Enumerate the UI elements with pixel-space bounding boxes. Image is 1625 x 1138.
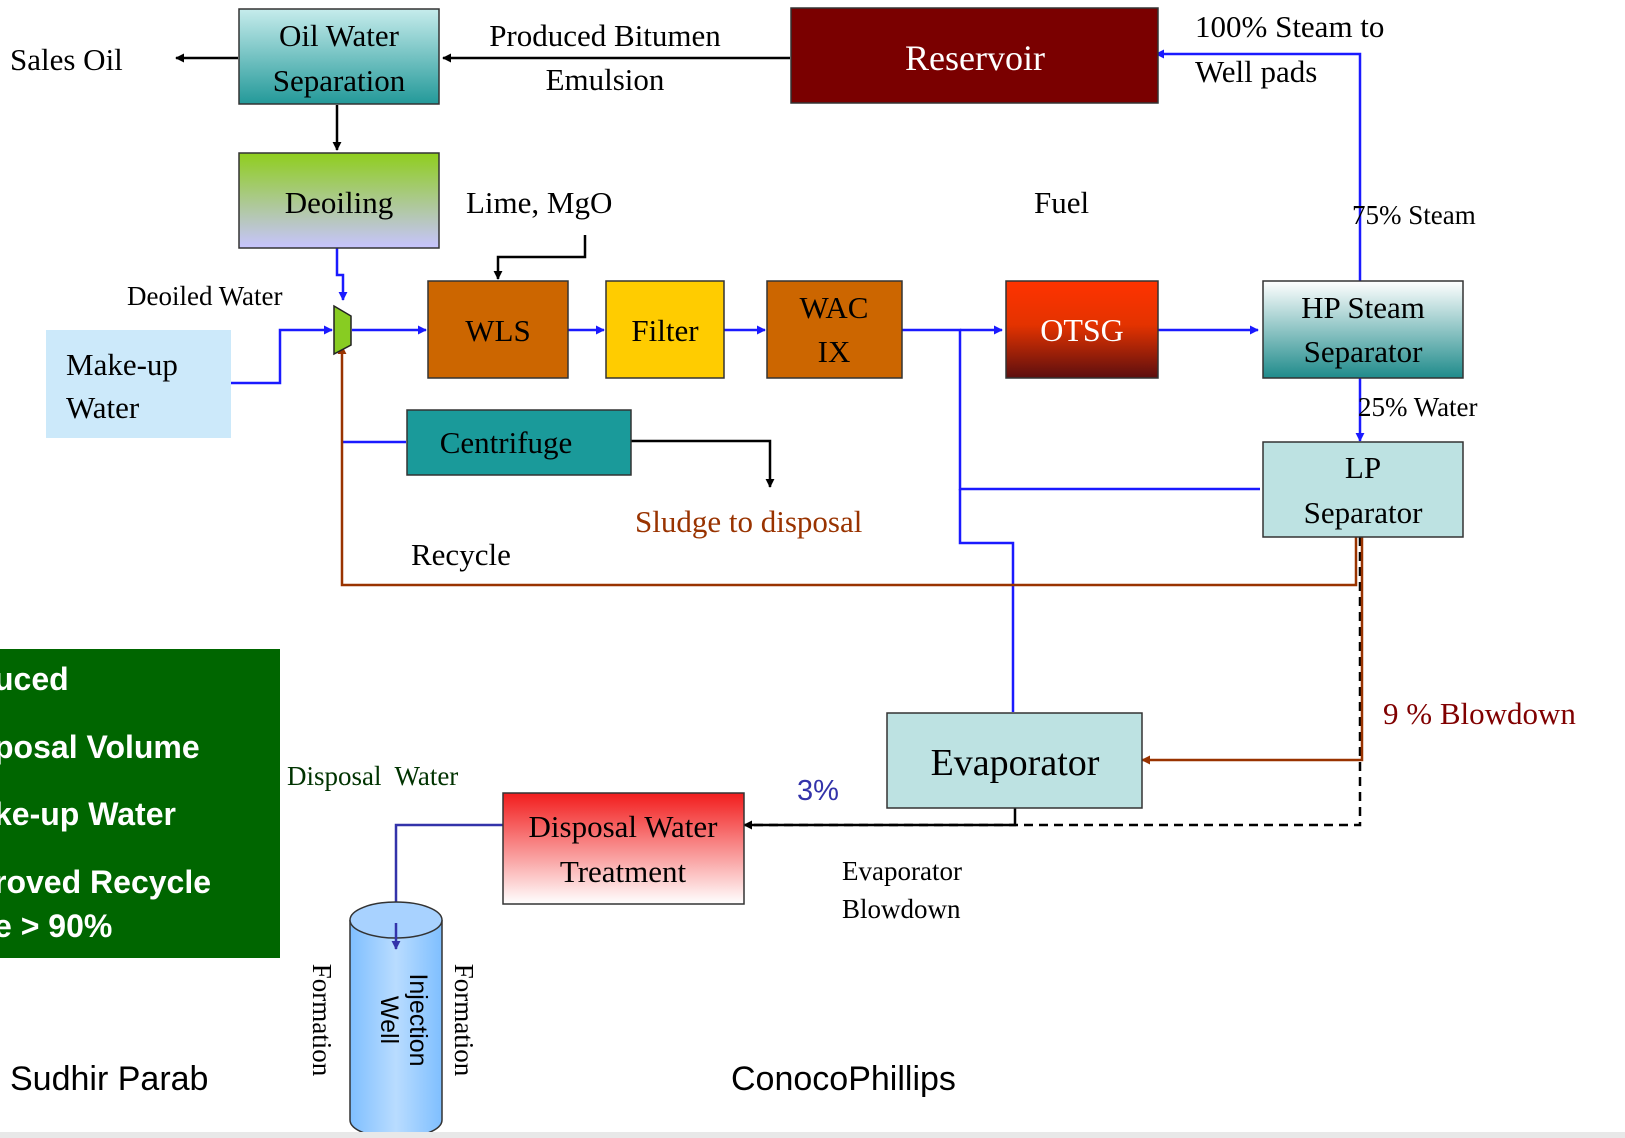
legend-line-4: roved Recycle: [0, 864, 212, 900]
deoiling-box: [238, 152, 440, 249]
centrifuge-label: Centrifuge: [440, 425, 573, 460]
wac-ix-box: [766, 280, 903, 379]
recycle-label: Recycle: [411, 537, 511, 572]
wls-label: WLS: [465, 313, 530, 348]
sludge-label: Sludge to disposal: [635, 504, 862, 539]
otsg-label: OTSG: [1040, 312, 1124, 348]
dwt-label-1: Disposal Water: [529, 809, 719, 844]
filter-box: [605, 280, 725, 379]
otsg-box: [1005, 280, 1159, 379]
lp-label-2: Separator: [1304, 495, 1423, 530]
deoiled-water-arrow: [335, 248, 348, 301]
steam-wellpads-label-2: Well pads: [1195, 54, 1317, 89]
mixer-node: [333, 304, 352, 356]
wacix-label-2: IX: [818, 334, 851, 369]
bottom-band: [0, 1132, 1625, 1138]
footer-company: ConocoPhillips: [731, 1060, 956, 1098]
fuel-label: Fuel: [1034, 185, 1089, 220]
evaporator-label: Evaporator: [931, 742, 1100, 784]
dwt-label-2: Treatment: [560, 854, 687, 889]
reservoir-box: [790, 7, 1159, 104]
hp-label-1: HP Steam: [1301, 290, 1425, 325]
steam-75-label: 75% Steam: [1352, 200, 1476, 230]
sludge-arrow: [631, 439, 775, 488]
injection-well-label-2: Well: [375, 996, 403, 1044]
injection-well-label-1: Injection: [404, 973, 432, 1066]
disposal-water-treatment-box: [502, 792, 745, 905]
filter-label: Filter: [631, 313, 699, 348]
disposal-water-label: Disposal Water: [287, 761, 458, 791]
footer-author: Sudhir Parab: [10, 1060, 209, 1098]
legend-line-3: ke-up Water: [0, 796, 176, 832]
evap-blowdown-label-2: Blowdown: [842, 894, 961, 924]
evap-blowdown-label-1: Evaporator: [842, 856, 962, 886]
sales-oil-label: Sales Oil: [10, 42, 123, 77]
formation-right-label: Formation: [449, 964, 479, 1077]
hp-steam-separator-box: [1262, 280, 1464, 379]
makeup-label-2: Water: [66, 390, 140, 425]
formation-left-label: Formation: [307, 964, 337, 1077]
centrifuge-box: [406, 409, 632, 476]
bitumen-label-1: Produced Bitumen: [489, 18, 721, 53]
lime-feed-arrow: [493, 235, 587, 280]
lp-label-1: LP: [1345, 450, 1381, 485]
makeup-label-1: Make-up: [66, 347, 178, 382]
injection-well: [349, 901, 443, 1138]
water-25-label: 25% Water: [1358, 392, 1478, 422]
deoiled-water-label: Deoiled Water: [127, 281, 283, 311]
hp-label-2: Separator: [1304, 334, 1423, 369]
legend-line-2: posal Volume: [0, 729, 200, 765]
wacix-label-1: WAC: [800, 290, 869, 325]
pct-3-label: 3%: [797, 775, 839, 807]
ows-label-2: Separation: [273, 63, 406, 98]
lp-blowdown-dashed-line: [746, 537, 1362, 827]
legend-line-1: uced: [0, 661, 69, 697]
reservoir-label: Reservoir: [905, 38, 1045, 78]
deoiling-label: Deoiling: [285, 185, 394, 220]
makeup-water-box: [46, 330, 231, 438]
evaporator-distillate-line: [958, 489, 1015, 712]
ows-label-1: Oil Water: [279, 18, 400, 53]
makeup-water-arrow: [230, 325, 333, 385]
bitumen-label-2: Emulsion: [546, 62, 665, 97]
blowdown-to-evaporator-arrow: [1141, 537, 1364, 765]
lp-separator-box: [1262, 441, 1464, 538]
legend-line-5: e > 90%: [0, 908, 113, 944]
oil-water-separation-box: [238, 8, 440, 105]
wls-box: [427, 280, 569, 379]
evaporator-box: [886, 712, 1143, 809]
blowdown-9-label: 9 % Blowdown: [1383, 696, 1576, 731]
lime-mgo-label: Lime, MgO: [466, 185, 612, 220]
recycle-line: [337, 345, 1358, 587]
steam-wellpads-label-1: 100% Steam to: [1195, 9, 1384, 44]
lp-return-line: [901, 328, 1260, 491]
evaporator-blowdown-arrow: [743, 808, 1017, 830]
steam-to-wellpads-line: [1155, 49, 1362, 281]
legend-box: uced posal Volume ke-up Water roved Recy…: [0, 649, 280, 958]
